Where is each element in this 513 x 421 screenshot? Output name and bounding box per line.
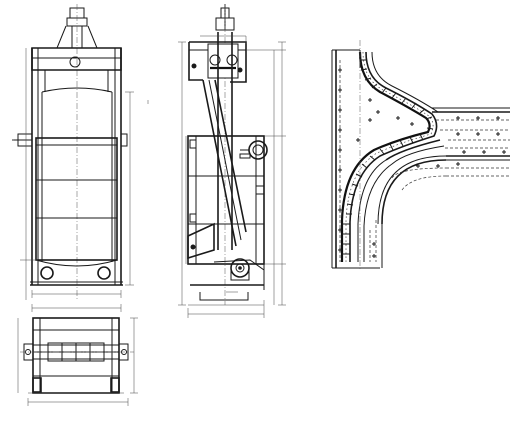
tank-body: [187, 135, 265, 265]
inner-flow-lines: [339, 60, 510, 262]
side-columns: [31, 48, 122, 285]
chain-guide: [202, 32, 247, 250]
side-elevation-view: [178, 4, 286, 318]
channel-ticks: [338, 68, 506, 258]
curved-screen: [340, 51, 445, 262]
front-elevation-view: [12, 4, 134, 300]
discharge-nozzle: [239, 140, 268, 160]
channel-walls: [331, 49, 510, 269]
sheet-marks: [12, 100, 149, 141]
plan-view: [17, 304, 138, 406]
side-brackets: [12, 133, 128, 147]
drive-unit: [66, 4, 88, 300]
side-dimensions: [178, 35, 286, 318]
bottom-sprockets: [30, 266, 123, 286]
front-dimensions: [20, 48, 134, 300]
screen-body: [35, 87, 118, 267]
screen-segments: [342, 59, 434, 255]
head-frame: [31, 25, 122, 92]
top-drive: [215, 4, 235, 305]
channel-layout-view: [331, 40, 510, 270]
lower-sprocket: [187, 222, 265, 301]
